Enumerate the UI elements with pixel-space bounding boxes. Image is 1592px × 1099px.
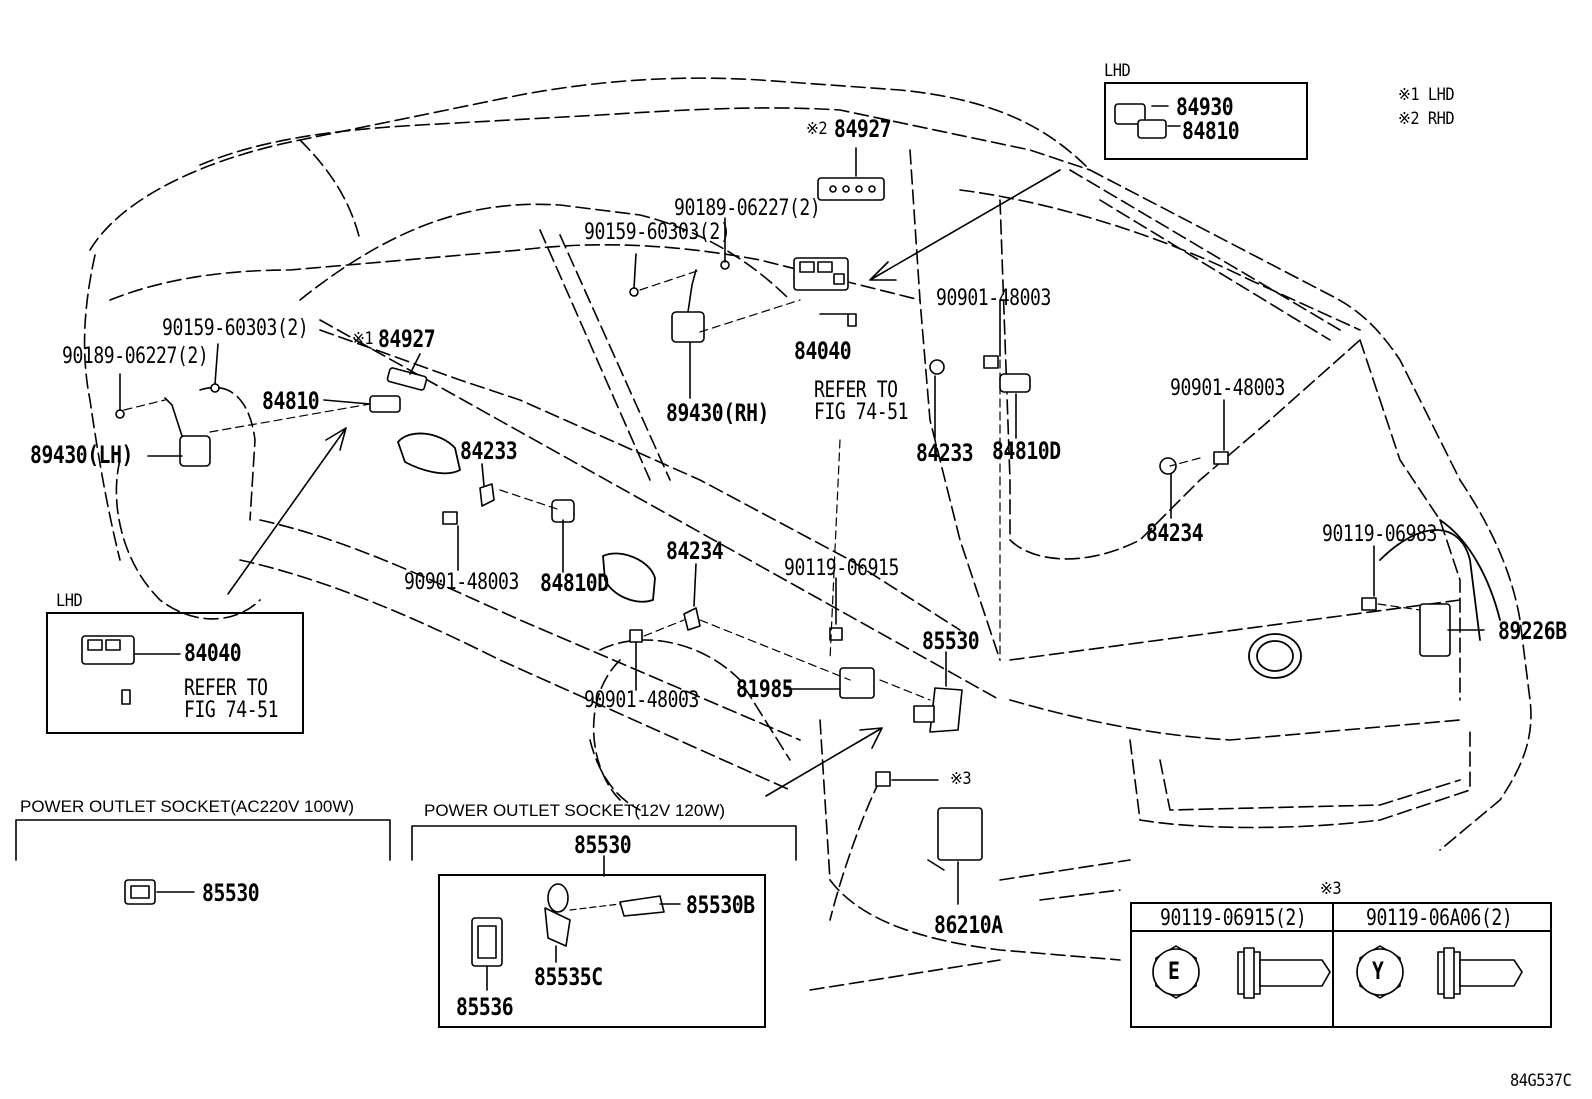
lhd-box-left (46, 612, 304, 734)
label-84234-b: 84234 (1146, 519, 1204, 547)
socket-12v-box (438, 874, 766, 1028)
lhd-left-refer-2: FIG 74-51 (184, 698, 279, 723)
socket-12v-title: POWER OUTLET SOCKET(12V 120W) (424, 801, 726, 820)
label-90159-upper: 90159-60303(2) (584, 220, 731, 245)
label-90119-06983: 90119-06983 (1322, 522, 1437, 547)
label-84927-lhd-mark: ※1 (352, 329, 374, 349)
lhd-top-icons (1114, 103, 1167, 139)
bolt-table (1130, 902, 1552, 1028)
label-refer-main-2: FIG 74-51 (814, 400, 909, 425)
socket-ac-icon (124, 879, 156, 905)
label-89430-rh: 89430(RH) (666, 399, 769, 427)
diagram-code: 84G537C (1510, 1071, 1572, 1091)
bolt-symbols (1152, 945, 1523, 999)
label-90901-d: 90901-48003 (1170, 376, 1285, 401)
lhd-left-heading: LHD (56, 591, 83, 611)
socket-ac-part: 85530 (202, 879, 260, 907)
label-81985: 81985 (736, 675, 794, 703)
guide-dashed (123, 269, 1421, 701)
lhd-top-part-84810: 84810 (1182, 117, 1240, 145)
lhd-left-refer-1: REFER TO (184, 676, 268, 701)
socket-ac-title: POWER OUTLET SOCKET(AC220V 100W) (20, 797, 355, 816)
bolt-table-col2: 90119-06A06(2) (1366, 906, 1513, 931)
bolt-symbol-y: Y (1372, 957, 1384, 985)
label-89226b: 89226B (1498, 617, 1567, 645)
car-body-outline (83, 77, 1532, 991)
socket-12v-85536: 85536 (456, 993, 514, 1021)
legend-note-1: ※1 LHD (1398, 85, 1455, 105)
label-89430-lh: 89430(LH) (30, 441, 133, 469)
part-shapes (115, 177, 1451, 871)
label-84233-b: 84233 (916, 439, 974, 467)
label-90901-a: 90901-48003 (404, 570, 519, 595)
lhd-top-part-84930: 84930 (1176, 93, 1234, 121)
lhd-left-part-84040: 84040 (184, 639, 242, 667)
label-mark3-main: ※3 (950, 769, 972, 789)
label-84233-a: 84233 (460, 437, 518, 465)
label-84927-rhd-mark: ※2 (806, 119, 828, 139)
label-90159-left: 90159-60303(2) (162, 316, 309, 341)
label-90189-left: 90189-06227(2) (62, 344, 209, 369)
bolt-table-header-line (1130, 930, 1550, 932)
socket-12v-85535c: 85535C (534, 963, 603, 991)
label-90119-06915: 90119-06915 (784, 556, 899, 581)
label-84927-rhd: 84927 (834, 115, 892, 143)
bolt-table-col1: 90119-06915(2) (1160, 906, 1307, 931)
label-84234-a: 84234 (666, 537, 724, 565)
socket-12v-bracket (411, 825, 797, 877)
label-84927-lhd: 84927 (378, 325, 436, 353)
pointer-arrows (227, 169, 1061, 797)
door-handles (397, 432, 656, 603)
bolt-table-mark: ※3 (1320, 879, 1342, 899)
leader-lines (119, 105, 1485, 905)
bolt-table-divider (1332, 902, 1334, 1026)
label-86210a: 86210A (934, 911, 1003, 939)
label-90901-c: 90901-48003 (936, 286, 1051, 311)
rear-window (1069, 169, 1341, 341)
lhd-left-icons (81, 635, 135, 705)
socket-12v-85530b: 85530B (686, 891, 755, 919)
bolt-symbol-e: E (1168, 957, 1180, 985)
label-84810-left: 84810 (262, 387, 320, 415)
legend-note-2: ※2 RHD (1398, 109, 1455, 129)
lhd-top-heading: LHD (1104, 61, 1131, 81)
label-85530-main: 85530 (922, 627, 980, 655)
socket-ac-bracket (15, 819, 391, 861)
socket-12v-part: 85530 (574, 831, 632, 859)
label-84810d-a: 84810D (540, 569, 609, 597)
label-84040-main: 84040 (794, 337, 852, 365)
lhd-box-top (1104, 82, 1308, 160)
tail-light (1248, 519, 1501, 679)
socket-12v-sketches (471, 883, 665, 967)
label-refer-main-1: REFER TO (814, 378, 898, 403)
label-84810d-b: 84810D (992, 437, 1061, 465)
label-90189-upper: 90189-06227(2) (674, 196, 821, 221)
label-90901-b: 90901-48003 (584, 688, 699, 713)
